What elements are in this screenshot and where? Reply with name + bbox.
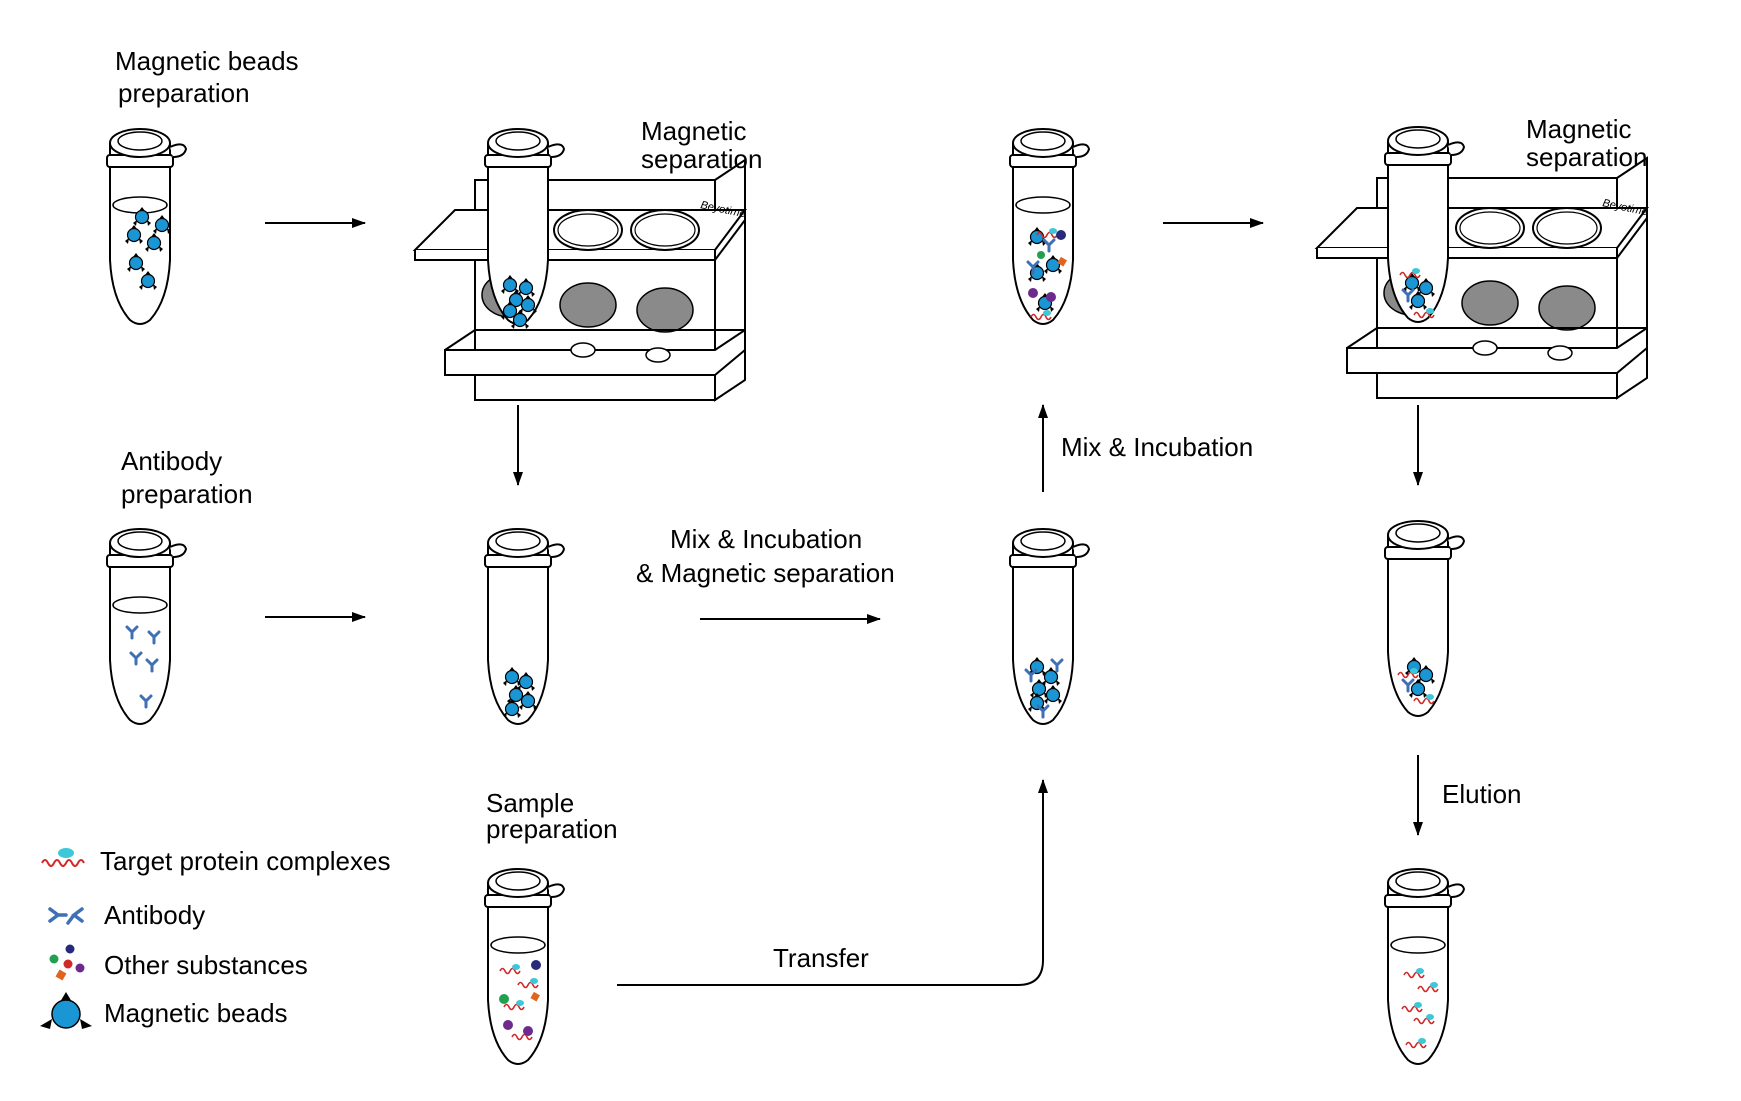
tube-magnetic-beads-prep [106,128,187,325]
legend-antibody-icon [48,907,84,925]
magnetic-rack-2: Beyotime [1316,157,1649,399]
tube-sample-prep [484,868,565,1065]
tube-eluted [1384,868,1465,1065]
label-sample-prep-line1: Sample [486,788,574,818]
legend-other-label: Other substances [104,950,308,980]
label-antibody-prep-line1: Antibody [121,446,222,476]
tube-mixed-sample [1009,128,1090,325]
label-elution: Elution [1442,779,1522,809]
label-beads-prep-line2: preparation [118,78,250,108]
legend-target-label: Target protein complexes [100,846,390,876]
tube-beads-pellet [484,528,565,725]
legend-antibody-label: Antibody [104,900,205,930]
label-sample-prep-line2: preparation [486,814,618,844]
label-antibody-prep-line2: preparation [121,479,253,509]
label-beads-prep-line1: Magnetic beads [115,46,299,76]
legend-target-protein-icon [41,848,85,867]
legend-magnetic-beads-icon [40,992,92,1029]
label-mag-sep-2-line2: separation [1526,142,1647,172]
tube-antibody-beads [1009,528,1090,725]
label-mag-sep-2-line1: Magnetic [1526,114,1632,144]
label-transfer: Transfer [773,943,869,973]
arrow-transfer [617,779,1048,986]
label-mix-incubation-sep: & Magnetic separation [636,558,895,588]
label-mix-incubation-2: Mix & Incubation [1061,432,1253,462]
legend: Target protein complexes Antibody Other … [40,846,390,1029]
tube-antibody-prep [106,528,187,725]
label-mag-sep-1-line2: separation [641,144,762,174]
magnetic-rack-1: Beyotime [414,159,747,401]
legend-other-substances-icon [49,944,85,981]
legend-beads-label: Magnetic beads [104,998,288,1028]
tube-captured-complex [1384,520,1465,717]
label-mix-incubation-1: Mix & Incubation [670,524,862,554]
label-mag-sep-1-line1: Magnetic [641,116,747,146]
